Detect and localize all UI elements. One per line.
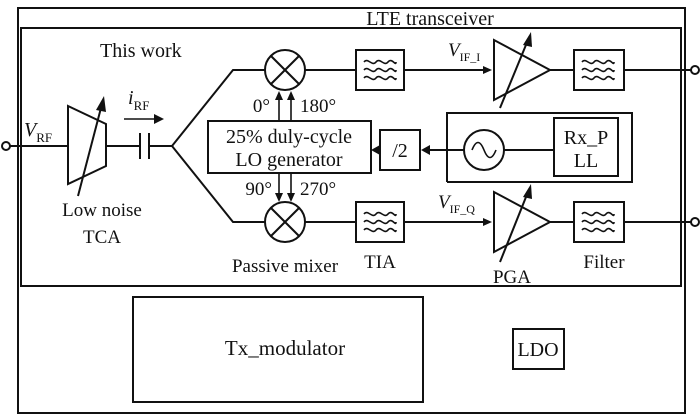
- pga-q-variable-arrowhead: [523, 184, 532, 199]
- oscillator-to-divider-arrowhead: [421, 145, 430, 155]
- filter-q-icon: [581, 211, 615, 233]
- rf-split-lower-wire: [171, 145, 265, 223]
- tia-label: TIA: [364, 252, 396, 273]
- oscillator-sine: [471, 141, 497, 159]
- lo-generator-label-line1: 25% duly-cycle: [226, 126, 352, 148]
- lo-180-arrowhead: [287, 91, 295, 100]
- lo-0-arrowhead: [275, 91, 283, 100]
- this-work-boundary: [20, 27, 682, 287]
- tia-q-filter-icon: [363, 211, 397, 233]
- lo-270-arrowhead: [287, 193, 295, 202]
- rx-pll-block: [553, 117, 619, 177]
- lo-generator-block: [207, 120, 372, 174]
- passive-mixer-label: Passive mixer: [232, 256, 339, 277]
- lte-transceiver-title: LTE transceiver: [366, 8, 494, 30]
- chip-outline: [17, 7, 686, 414]
- divider-to-lo-arrowhead: [371, 145, 380, 155]
- vrf-label: VRF: [24, 119, 52, 145]
- tx-modulator-label: Tx_modulator: [225, 336, 345, 360]
- vif-q-label: VIF_Q: [438, 192, 475, 216]
- mixer-i-cross-b: [270, 55, 300, 85]
- rx-pll-label-line1: Rx_P: [564, 127, 608, 149]
- pga-i-variable-arrow: [499, 39, 529, 109]
- irf-label: iRF: [128, 87, 149, 113]
- tx-modulator-block: [132, 296, 424, 403]
- ldo-label: LDO: [517, 339, 558, 361]
- lna-tca-block: [67, 104, 107, 186]
- lna-variable-arrowhead: [96, 96, 106, 112]
- phase-90-label: 90°: [245, 179, 272, 200]
- filter-i-icon: [581, 59, 615, 81]
- pga-i-block: [493, 38, 553, 102]
- this-work-label: This work: [100, 40, 182, 62]
- phase-180-label: 180°: [300, 96, 336, 117]
- phase-0-label: 0°: [253, 96, 270, 117]
- pga-i-variable-arrowhead: [523, 32, 532, 47]
- q-output-port: [690, 217, 700, 227]
- lna-label-line2: TCA: [83, 227, 121, 248]
- pga-label: PGA: [493, 267, 531, 288]
- pga-q-block: [493, 190, 553, 254]
- mixer-q-cross-b: [270, 207, 300, 237]
- tia-i-to-pga-arrowhead: [483, 66, 492, 74]
- pga-q-variable-arrow: [499, 191, 529, 263]
- divide-by-2-block: [379, 129, 421, 171]
- tia-q-to-pga-arrowhead: [483, 218, 492, 226]
- rf-split-upper-wire: [171, 69, 265, 147]
- rx-pll-label-line2: LL: [574, 150, 598, 172]
- phase-270-label: 270°: [300, 179, 336, 200]
- i-output-port: [690, 65, 700, 75]
- rf-input-port: [1, 141, 11, 151]
- pll-region-boundary: [446, 112, 633, 183]
- lo-generator-label-line2: LO generator: [235, 149, 343, 171]
- lna-variable-arrow: [77, 103, 103, 197]
- tia-i-filter-icon: [363, 59, 397, 81]
- divide-by-2-label: /2: [392, 140, 408, 162]
- vif-i-label: VIF_I: [448, 40, 480, 64]
- filter-label: Filter: [583, 252, 625, 273]
- lna-label-line1: Low noise: [62, 200, 142, 221]
- lo-90-arrowhead: [275, 193, 283, 202]
- ldo-block: [512, 328, 565, 370]
- irf-arrowhead: [154, 114, 164, 124]
